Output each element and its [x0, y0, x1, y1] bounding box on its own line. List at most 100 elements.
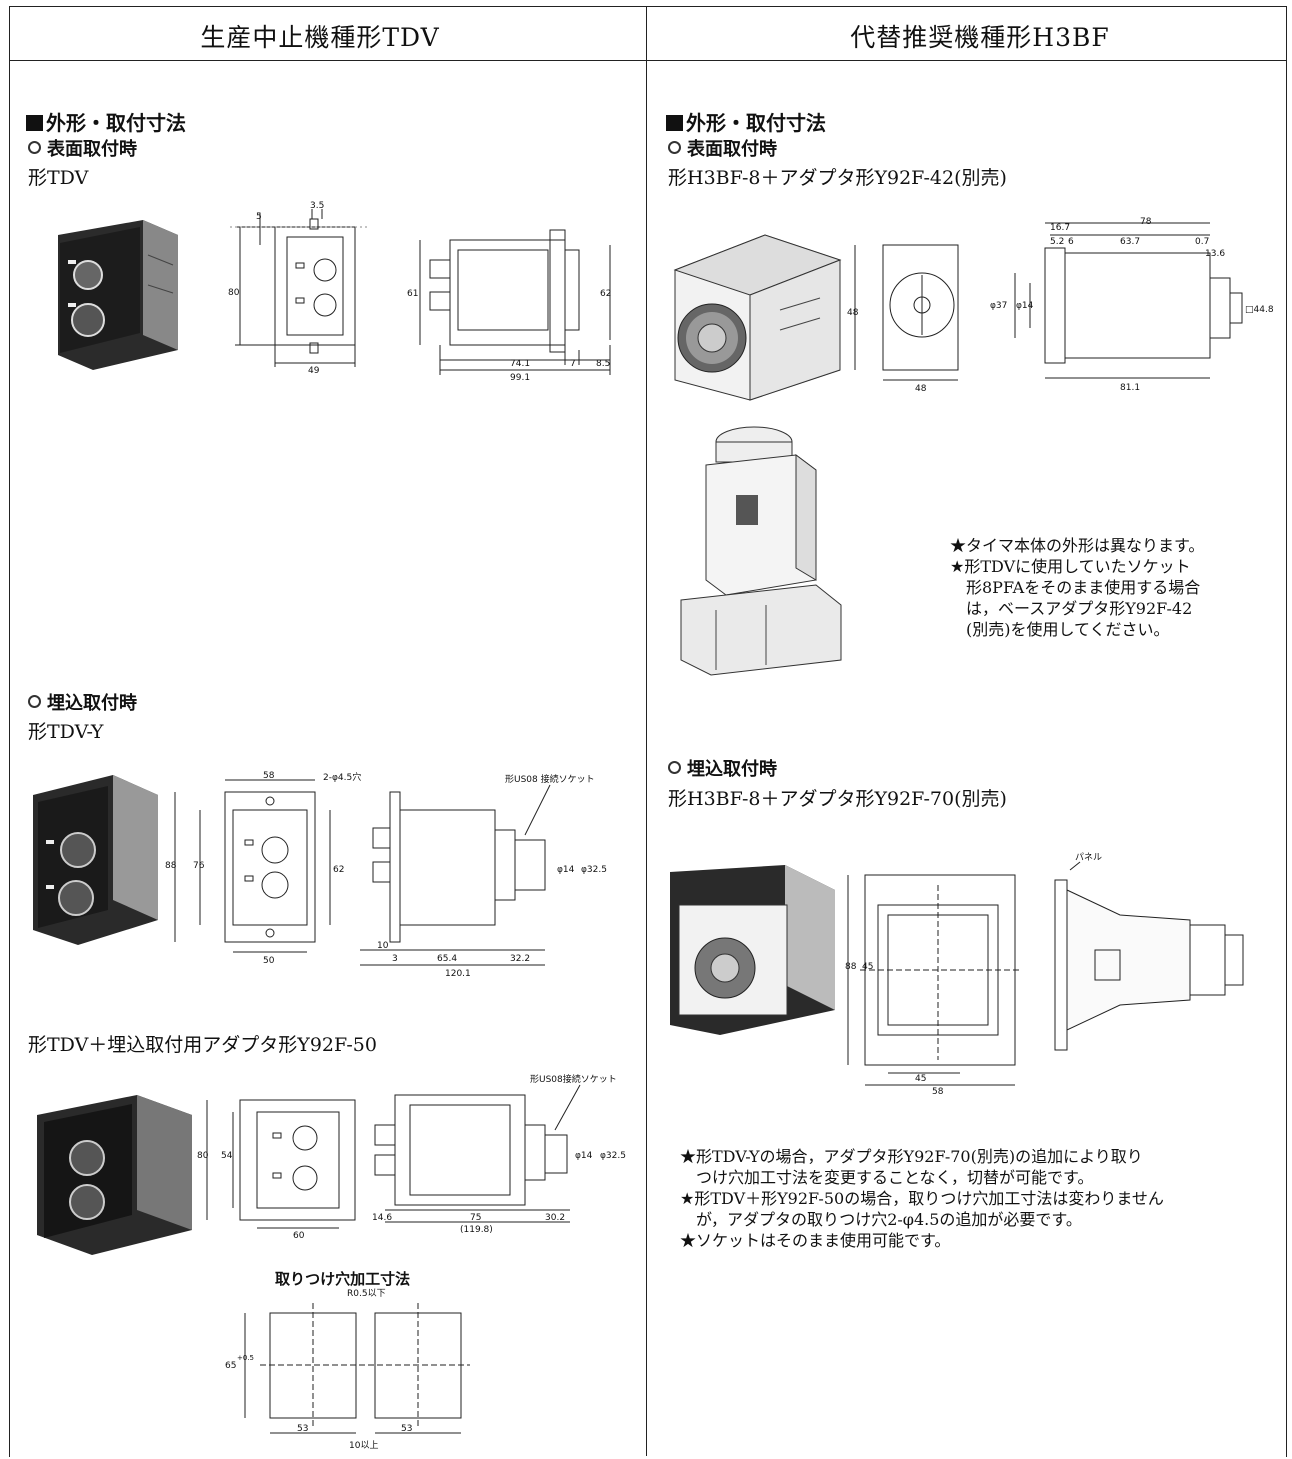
dim-78: 78 [1140, 217, 1152, 227]
dim-32-2: 32.2 [510, 954, 530, 964]
dim-63-7: 63.7 [1120, 237, 1140, 247]
dim-3: 3 [392, 954, 398, 964]
tdv-y-front-drawing: 58 2-φ4.5穴 88 76 50 [165, 771, 361, 966]
dim-phi32-5: φ32.5 [581, 865, 607, 875]
circle-bullet-icon [28, 141, 41, 154]
cutout-title: 取りつけ穴加工寸法 [275, 1270, 411, 1288]
left-surface-model: 形TDV [28, 167, 89, 189]
dim-62: 62 [333, 865, 344, 875]
square-bullet-icon [666, 115, 683, 131]
hole-note: 2-φ4.5穴 [323, 771, 361, 783]
dim-44-8: □44.8 [1245, 305, 1274, 315]
dim-phi37: φ37 [990, 301, 1007, 311]
cutout-radius: R0.5以下 [347, 1289, 386, 1299]
left-flush-label-text: 埋込取付時 [47, 693, 137, 714]
discontinued-model-title: 生産中止機種形TDV [200, 23, 440, 52]
dim-58: 58 [932, 1087, 944, 1097]
h3bf-front-drawing: 48 48 [847, 244, 959, 394]
adapter-product-photo [37, 1095, 192, 1255]
circle-bullet-icon [28, 695, 41, 708]
tdv-side-drawing: 61 62 74.1 7 8.5 99.1 [407, 229, 611, 383]
tdv-product-photo [58, 220, 178, 370]
dim-6: 6 [1068, 237, 1074, 247]
h3bf-flush-photo [670, 865, 835, 1035]
dim-phi14: φ14 [1016, 301, 1034, 311]
dim-48a: 48 [847, 308, 859, 318]
left-flush-label: 埋込取付時 [26, 689, 137, 715]
dim-30-2: 30.2 [545, 1213, 565, 1223]
cutout-gap: 10以上 [349, 1440, 378, 1451]
circle-bullet-icon [668, 141, 681, 154]
dim-3-5: 3.5 [310, 201, 324, 211]
dim-58: 58 [263, 771, 275, 781]
dim-49: 49 [308, 366, 320, 376]
adapter-socket-label: 形US08接続ソケット [530, 1073, 617, 1085]
dim-5: 5 [256, 212, 262, 222]
cutout-dim-53b: 53 [401, 1424, 412, 1434]
flush-notes: ★形TDV-Yの場合，アダプタ形Y92F-70(別売)の追加により取り つけ穴加… [680, 1147, 1164, 1250]
right-flush-model: 形H3BF-8＋アダプタ形Y92F-70(別売) [668, 788, 1007, 810]
left-surface-label: 表面取付時 [26, 135, 137, 161]
left-flush-model: 形TDV-Y [28, 721, 104, 743]
h3bf-flush-front-drawing: 88 45 45 58 [845, 874, 1020, 1097]
circle-bullet-icon [668, 761, 681, 774]
left-section-title-text: 外形・取付寸法 [46, 111, 186, 135]
h3bf-side-drawing: 16.7 78 5.2 6 63.7 0.7 13.6 φ37 φ14 □44.… [990, 217, 1274, 393]
dim-65-4: 65.4 [437, 954, 457, 964]
dim-5-2: 5.2 [1050, 237, 1064, 247]
dim-61: 61 [407, 289, 418, 299]
left-section-title: 外形・取付寸法 [26, 107, 186, 136]
table-frame [9, 6, 1287, 1457]
h3bf-adapter-photo [680, 426, 842, 676]
dim-45b: 45 [915, 1074, 926, 1084]
recommended-model-title: 代替推奨機種形H3BF [850, 23, 1110, 52]
dim-80: 80 [228, 288, 240, 298]
dim-10: 10 [377, 941, 389, 951]
dim-50: 50 [263, 956, 275, 966]
tdv-y-side-drawing: 形US08 接続ソケット 62 10 3 65.4 32.2 120.1 φ14… [329, 773, 607, 979]
dim-14-6: 14.6 [372, 1213, 392, 1223]
right-flush-label: 埋込取付時 [666, 755, 777, 781]
dim-phi14: φ14 [575, 1151, 593, 1161]
dim-81-1: 81.1 [1120, 383, 1140, 393]
dim-62: 62 [600, 289, 611, 299]
left-surface-label-text: 表面取付時 [47, 139, 137, 160]
panel-label: パネル [1075, 852, 1102, 863]
dim-76: 76 [193, 861, 205, 871]
dim-120-1: 120.1 [445, 969, 471, 979]
dim-16-7: 16.7 [1050, 223, 1070, 233]
column-divider [646, 6, 647, 1456]
right-section-title-text: 外形・取付寸法 [686, 111, 826, 135]
cutout-tol: +0.5 [237, 1354, 254, 1362]
dim-60: 60 [293, 1231, 305, 1241]
socket-label: 形US08 接続ソケット [505, 773, 595, 785]
dim-phi14: φ14 [557, 865, 575, 875]
cutout-drawing: R0.5以下 65 +0.5 53 53 10以上 [225, 1289, 470, 1451]
dim-0-7: 0.7 [1195, 237, 1209, 247]
square-bullet-icon [26, 115, 43, 131]
right-flush-label-text: 埋込取付時 [687, 759, 777, 780]
right-surface-label: 表面取付時 [666, 135, 777, 161]
dim-119-8: (119.8) [460, 1225, 493, 1235]
dim-45: 45 [862, 962, 873, 972]
surface-notes: ★タイマ本体の外形は異なります。 ★形TDVに使用していたソケット 形8PFAを… [950, 536, 1205, 639]
dim-phi32-5: φ32.5 [600, 1151, 626, 1161]
adapter-model: 形TDV＋埋込取付用アダプタ形Y92F-50 [28, 1034, 377, 1056]
cutout-dim-65: 65 [225, 1361, 236, 1371]
dim-13-6: 13.6 [1205, 249, 1225, 259]
dim-99-1: 99.1 [510, 373, 530, 383]
dim-74-1: 74.1 [510, 359, 530, 369]
dim-8-5: 8.5 [596, 359, 610, 369]
dim-48b: 48 [915, 384, 927, 394]
right-surface-model: 形H3BF-8＋アダプタ形Y92F-42(別売) [668, 167, 1007, 189]
adapter-side-drawing: 形US08接続ソケット 14.6 75 30.2 (119.8) φ14 φ32… [372, 1073, 626, 1235]
dim-54: 54 [221, 1151, 233, 1161]
right-surface-label-text: 表面取付時 [687, 139, 777, 160]
header-row [9, 6, 1286, 61]
dim-88: 88 [845, 962, 857, 972]
dim-80: 80 [197, 1151, 209, 1161]
tdv-y-product-photo [33, 775, 158, 945]
cutout-dim-53a: 53 [297, 1424, 308, 1434]
right-section-title: 外形・取付寸法 [666, 107, 826, 136]
